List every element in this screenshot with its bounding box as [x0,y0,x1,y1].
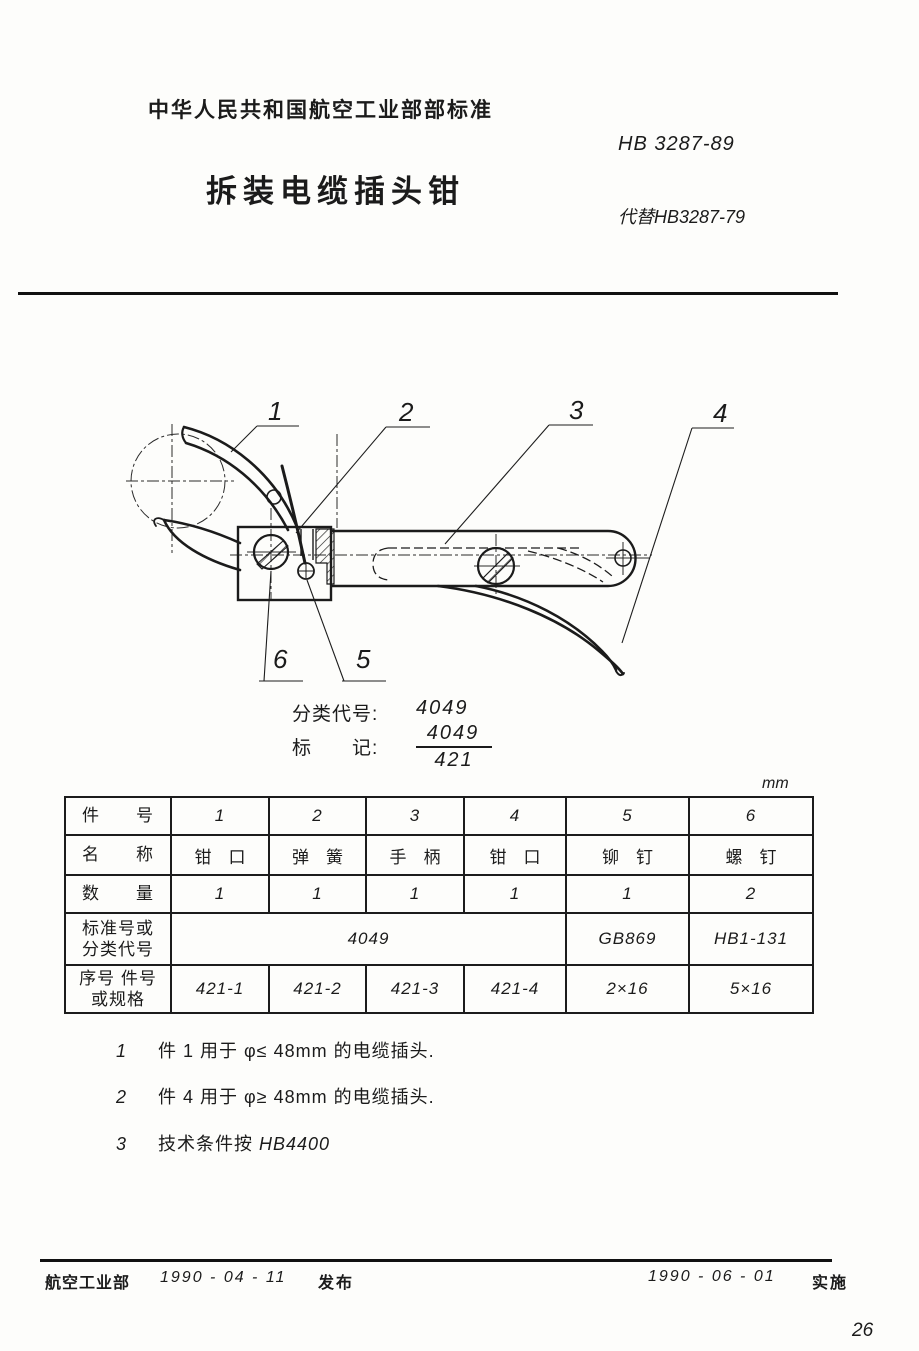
callout-4: 4 [713,398,727,428]
footer-issue-date: 1990 - 04 - 11 [160,1269,287,1286]
org-title: 中华人民共和国航空工业部部标准 [148,99,493,122]
part-number-cell: 4 [463,796,567,836]
note-number: 3 [116,1134,127,1154]
page-number: 26 [852,1320,874,1341]
row-header-qty: 数 量 [64,874,172,914]
quantity-cell: 2 [688,874,814,914]
quantity-cell: 1 [170,874,270,914]
spring [280,464,307,565]
marking-denominator: 421 [434,749,474,771]
part-number-cell: 1 [170,796,270,836]
table-row-part-numbers: 件 号 1 2 3 4 5 6 [64,796,814,836]
parts-table: 件 号 1 2 3 4 5 6 名 称 钳 口 弹 簧 手 柄 钳 口 铆 钉 … [64,796,814,1014]
spec-cell: 5×16 [688,964,814,1014]
pliers-technical-drawing: 1 2 3 4 5 6 [126,395,734,682]
part-name-cell: 弹 簧 [268,834,367,876]
part-number-cell: 6 [688,796,814,836]
spec-cell: 421-4 [463,964,567,1014]
part-name-cell: 钳 口 [170,834,270,876]
row-header-spec: 序号 件号 或规格 [64,964,172,1014]
footer-impl-date: 1990 - 06 - 01 [648,1268,776,1285]
crosshair-ticks [247,542,650,575]
classification-code-label: 分类代号: [292,704,379,725]
quantity-cell: 1 [365,874,465,914]
footer-impl-label: 实施 [812,1275,849,1292]
hidden-lines [372,547,613,583]
hatched-insert [315,528,335,585]
part-number-cell: 2 [268,796,367,836]
screw-left [252,533,290,571]
table-row-specs: 序号 件号 或规格 421-1 421-2 421-3 421-4 2×16 5… [64,964,814,1014]
handle-outline [236,525,637,602]
note-number: 1 [116,1041,127,1061]
marking-fraction: 4049 421 [416,722,492,772]
part-name-cell: 铆 钉 [565,834,690,876]
part-number-cell: 3 [365,796,465,836]
footer-issue-label: 发布 [318,1275,355,1292]
part-number-cell: 5 [565,796,690,836]
std-code-cell: 4049 [170,912,567,966]
table-row-quantities: 数 量 1 1 1 1 1 2 [64,874,814,914]
screw-right [476,546,516,586]
quantity-cell: 1 [268,874,367,914]
row-header-std: 标准号或 分类代号 [64,912,172,966]
spec-cell: 2×16 [565,964,690,1014]
callout-5: 5 [356,644,371,674]
footer-divider [40,1259,832,1262]
spec-cell: 421-1 [170,964,270,1014]
part-name-cell: 钳 口 [463,834,567,876]
std-code-cell: GB869 [565,912,690,966]
quantity-cell: 1 [565,874,690,914]
part-name-cell: 螺 钉 [688,834,814,876]
spec-cell: 421-2 [268,964,367,1014]
standard-number: HB 3287-89 [618,133,735,155]
note-text: 件 1 用于 φ≤ 48mm 的电缆插头. [158,1041,435,1061]
upper-jaw-outline [181,425,299,532]
row-header-name: 名 称 [64,834,172,876]
note-ref: HB4400 [259,1134,331,1154]
rivet [297,562,315,580]
callout-1: 1 [268,396,282,426]
quantity-cell: 1 [463,874,567,914]
note-2: 2 件 4 用于 φ≥ 48mm 的电缆插头. [116,1083,435,1109]
unit-label: mm [762,775,789,792]
marking-numerator: 4049 [416,722,492,748]
tail-jaw-outline [436,584,625,677]
std-code-cell: HB1-131 [688,912,814,966]
lower-jaw-outline [153,517,242,572]
row-header-part-no: 件 号 [64,796,172,836]
footer-issuer: 航空工业部 [45,1275,131,1292]
replaces-note: 代替HB3287-79 [618,207,746,227]
table-row-names: 名 称 钳 口 弹 簧 手 柄 钳 口 铆 钉 螺 钉 [64,834,814,876]
callout-3: 3 [569,395,584,425]
marking-label: 标 记: [292,738,379,759]
document-title: 拆装电缆插头钳 [206,174,465,209]
note-3: 3 技术条件按 HB4400 [116,1130,330,1156]
note-text: 技术条件按 [158,1134,260,1154]
note-number: 2 [116,1087,127,1107]
header-divider [18,292,838,295]
callout-6: 6 [273,644,288,674]
classification-code-value: 4049 [416,697,469,719]
note-1: 1 件 1 用于 φ≤ 48mm 的电缆插头. [116,1037,435,1063]
callout-2: 2 [398,397,414,427]
note-text: 件 4 用于 φ≥ 48mm 的电缆插头. [158,1087,435,1107]
callout-leaders [230,424,734,682]
spec-cell: 421-3 [365,964,465,1014]
part-name-cell: 手 柄 [365,834,465,876]
table-row-standards: 标准号或 分类代号 4049 GB869 HB1-131 [64,912,814,966]
